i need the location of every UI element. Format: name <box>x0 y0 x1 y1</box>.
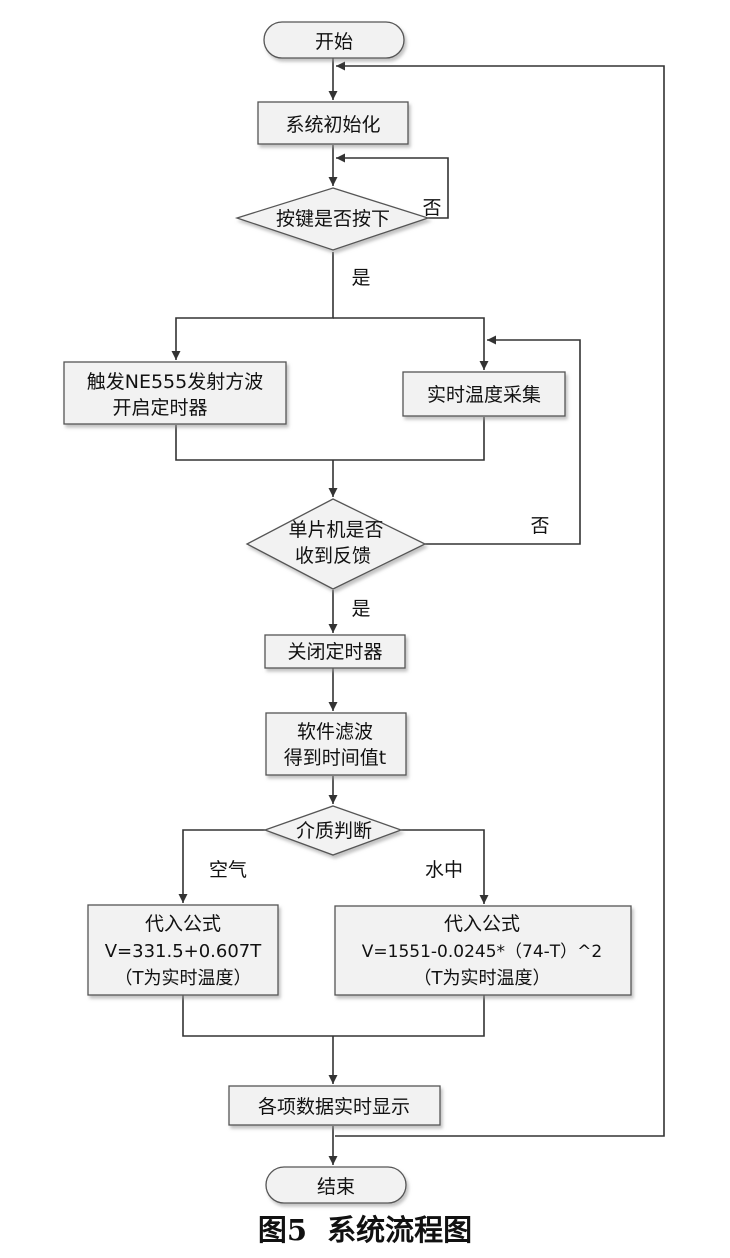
medium-check-label: 介质判断 <box>296 820 372 842</box>
close-timer-node: 关闭定时器 <box>264 634 406 669</box>
temp-collect-node: 实时温度采集 <box>402 371 566 417</box>
edge-label-key-no: 否 <box>422 197 441 219</box>
air-formula-line1: 代入公式 <box>145 913 221 935</box>
init-label: 系统初始化 <box>285 114 380 136</box>
arrow-key-yes-split-right <box>333 317 489 370</box>
feedback-label-line1: 单片机是否 <box>288 519 383 541</box>
arrow-trigger-to-merge <box>175 417 485 461</box>
water-formula-line3: （T为实时温度） <box>414 968 551 989</box>
filter-node: 软件滤波 得到时间值t <box>265 712 407 776</box>
start-node: 开始 <box>263 21 405 59</box>
arrow-medium-air <box>178 829 265 903</box>
air-formula-line3: （T为实时温度） <box>115 968 252 989</box>
init-node: 系统初始化 <box>257 101 409 145</box>
filter-label-line1: 软件滤波 <box>297 721 373 743</box>
feedback-label-line2: 收到反馈 <box>295 545 371 567</box>
edge-label-water: 水中 <box>425 859 463 881</box>
water-formula-line2: V=1551-0.0245*（74-T）^2 <box>362 942 602 962</box>
key-check-decision: 按键是否按下 <box>234 187 431 251</box>
close-timer-label: 关闭定时器 <box>287 641 382 663</box>
water-formula-line1: 代入公式 <box>444 913 520 935</box>
edge-label-key-yes: 是 <box>351 267 370 289</box>
start-label: 开始 <box>315 31 353 53</box>
edge-label-feedback-yes: 是 <box>351 598 370 620</box>
end-label: 结束 <box>317 1176 355 1198</box>
display-node: 各项数据实时显示 <box>228 1085 441 1126</box>
arrow-display-loop-back <box>335 61 665 1137</box>
feedback-decision: 单片机是否 收到反馈 <box>245 498 427 590</box>
arrow-feedback-no-loop <box>425 335 581 545</box>
arrow-air-to-merge <box>182 995 485 1037</box>
trigger-node: 触发NE555发射方波 开启定时器 <box>63 361 287 425</box>
water-formula-node: 代入公式 V=1551-0.0245*（74-T）^2 （T为实时温度） <box>334 905 632 996</box>
figure-caption: 图5 系统流程图 <box>258 1213 472 1247</box>
filter-label-line2: 得到时间值t <box>284 747 386 769</box>
trigger-label-line1: 触发NE555发射方波 <box>87 371 263 393</box>
edge-label-air: 空气 <box>209 859 247 881</box>
arrow-key-yes-split-left <box>171 252 334 360</box>
trigger-label-line2: 开启定时器 <box>112 397 207 419</box>
arrow-key-no-loop <box>336 153 449 219</box>
air-formula-line2: V=331.5+0.607T <box>105 941 263 962</box>
key-check-label: 按键是否按下 <box>276 208 390 230</box>
medium-check-decision: 介质判断 <box>263 805 403 856</box>
connectors <box>171 56 665 1165</box>
temp-collect-label: 实时温度采集 <box>427 384 541 406</box>
display-label: 各项数据实时显示 <box>258 1096 410 1118</box>
air-formula-node: 代入公式 V=331.5+0.607T （T为实时温度） <box>87 904 279 996</box>
arrow-medium-water <box>401 829 489 904</box>
end-node: 结束 <box>265 1166 407 1204</box>
edge-label-feedback-no: 否 <box>530 515 549 537</box>
